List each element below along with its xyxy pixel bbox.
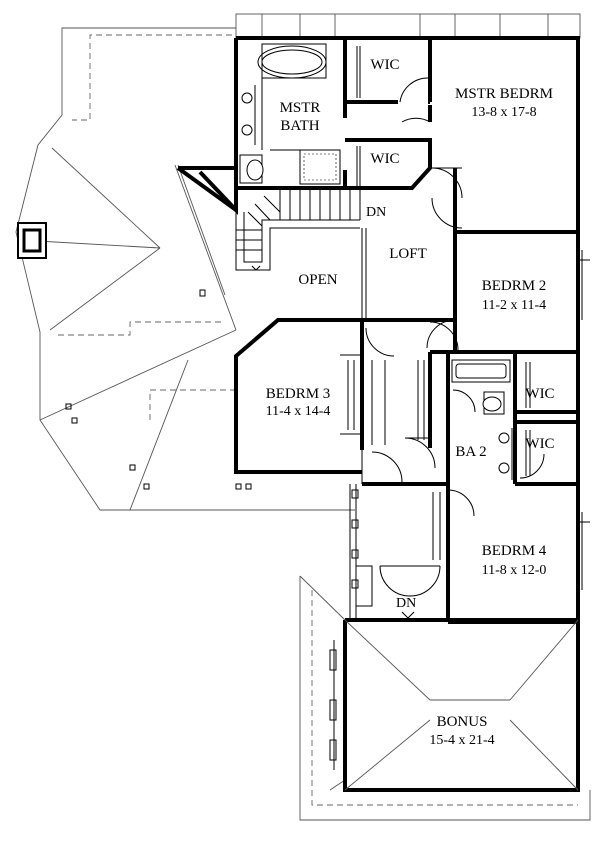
bedrm4-dims: 11-8 x 12-0 [482,563,547,578]
stair-dn-label: DN [366,205,386,220]
mstr-bath-label-1: MSTR [280,100,321,116]
master-bath-fixtures [239,43,341,185]
bedroom-4-walls [432,484,590,622]
bedrm3-label: BEDRM 3 [266,386,331,402]
wic-b2b-label: WIC [525,436,554,452]
bath-2-walls [430,350,578,486]
bedrm3-dims: 11-4 x 14-4 [266,404,331,419]
main-stair [235,188,361,271]
loft-label: LOFT [389,246,427,262]
roof-outline-bonus [299,575,591,821]
bonus-stair-hall [349,484,441,620]
bonus-dims: 15-4 x 21-4 [429,733,494,748]
bonus-room-roof-lines [329,619,579,791]
mstr-bedrm-dims: 13-8 x 17-8 [471,105,536,120]
open-label: OPEN [298,272,337,288]
hall-closet [361,321,459,486]
mstr-bath-label-2: BATH [280,118,319,134]
bedrm2-dims: 11-2 x 11-4 [482,298,546,313]
bedrm4-label: BEDRM 4 [482,543,547,559]
bonus-label: BONUS [437,714,488,730]
bedrm2-label: BEDRM 2 [482,278,547,294]
ba2-label: BA 2 [455,444,486,460]
bonus-stair-dn-label: DN [396,596,416,611]
wic-top-label: WIC [370,57,399,73]
roof-outline-left [15,27,355,511]
bedroom-3-walls [234,318,455,474]
bedroom-2-walls [426,168,590,354]
wic-b2a-label: WIC [525,386,554,402]
wic-mid-label: WIC [370,151,399,167]
roof-outline-top [235,13,581,39]
mstr-bedrm-label: MSTR BEDRM [455,86,553,102]
